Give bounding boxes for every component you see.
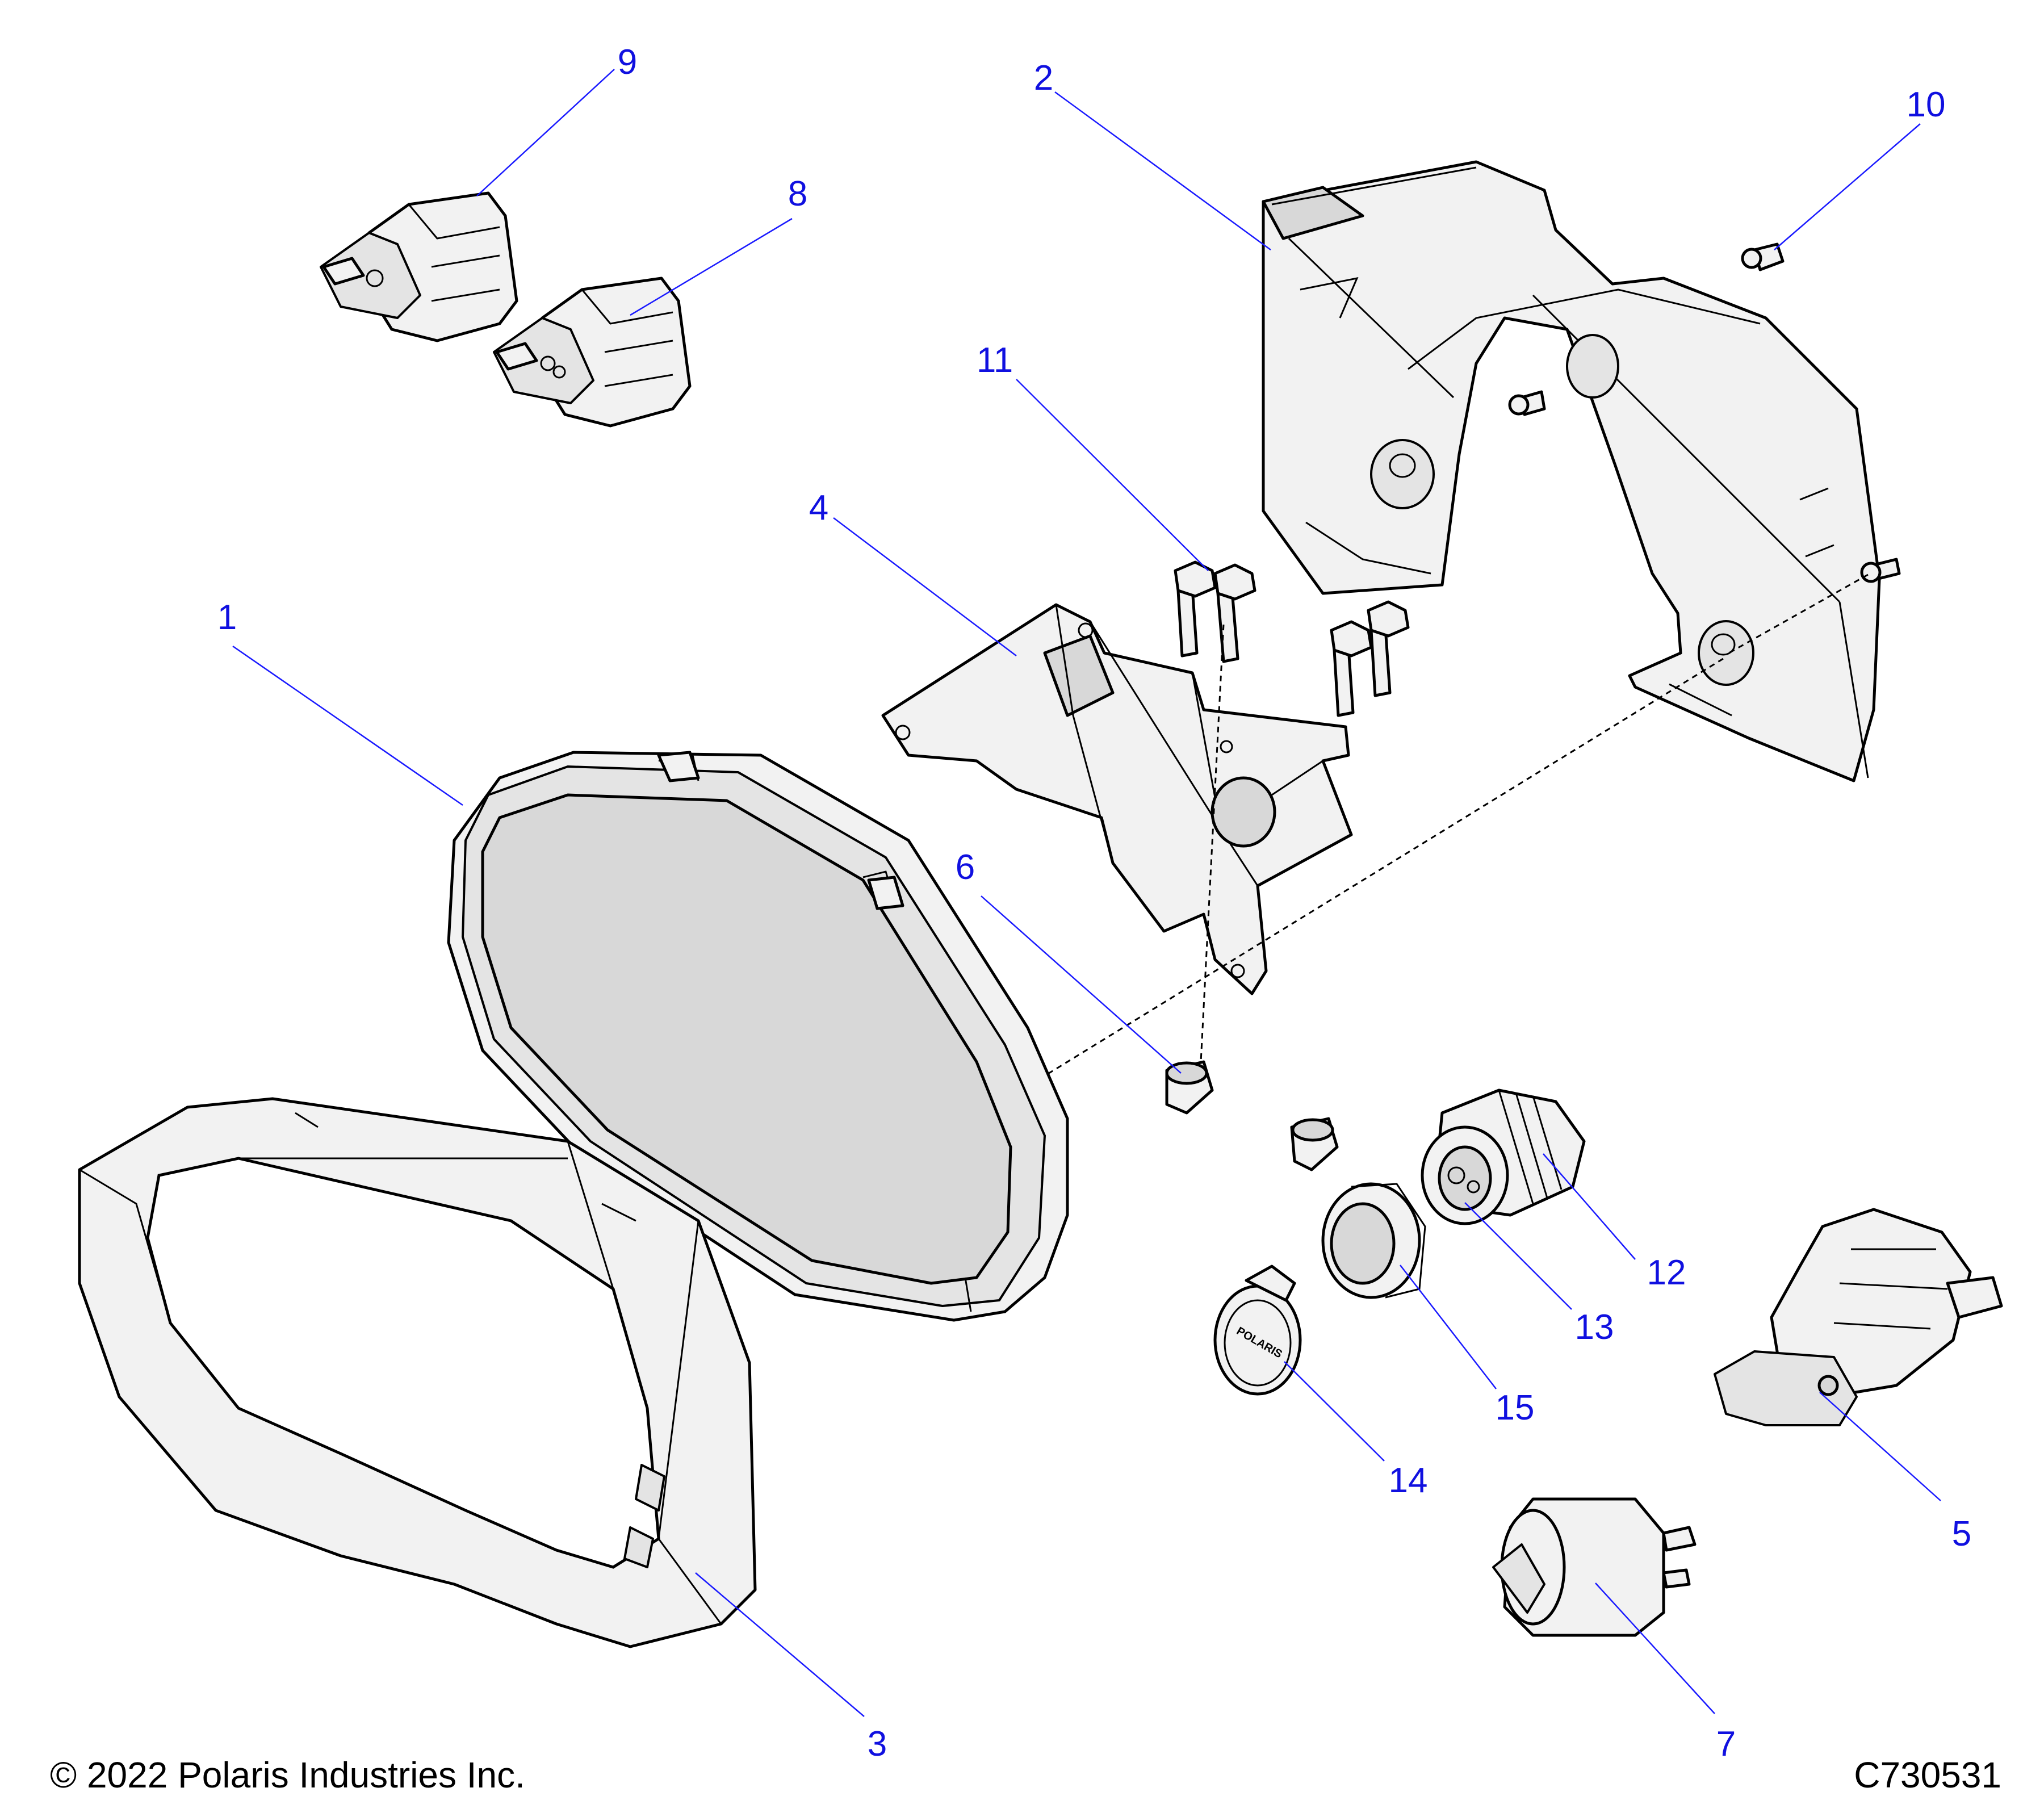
callout-6: 6	[956, 848, 975, 887]
alignment-lines	[1030, 573, 1869, 1086]
part-12-13-socket	[1421, 1088, 1586, 1225]
callout-7: 7	[1716, 1724, 1736, 1764]
part-4-bracket	[881, 603, 1353, 995]
callout-10: 10	[1907, 85, 1946, 124]
callout-8: 8	[788, 174, 807, 213]
callout-9: 9	[618, 43, 637, 82]
callout-13: 13	[1575, 1308, 1614, 1347]
callout-12: 12	[1647, 1253, 1686, 1292]
callout-11: 11	[977, 341, 1013, 380]
part-2-rear-housing	[1262, 160, 1881, 782]
callout-2: 2	[1034, 58, 1053, 98]
drawing-number: C730531	[1854, 1755, 2001, 1795]
grommet	[1290, 1117, 1339, 1171]
part-14-cap: POLARIS	[1213, 1265, 1302, 1396]
callout-3: 3	[868, 1724, 887, 1764]
callout-labels: 9 8 2 10 11 4 1 6 12 13 15 14 5 7 3	[217, 43, 1971, 1764]
part-15-ring-nut	[1321, 1182, 1426, 1299]
part-10-screws	[1508, 242, 1901, 583]
part-11-bolts	[1174, 560, 1410, 717]
callout-14: 14	[1389, 1461, 1428, 1500]
callout-4: 4	[809, 488, 828, 527]
part-6-nut	[1165, 1060, 1214, 1115]
part-1-instrument-cluster	[447, 751, 1069, 1322]
callout-15: 15	[1496, 1388, 1535, 1427]
callout-5: 5	[1952, 1514, 1971, 1554]
part-9-switch	[320, 191, 518, 342]
copyright-text: © 2022 Polaris Industries Inc.	[50, 1755, 525, 1795]
part-8-switch	[493, 277, 692, 428]
callout-1: 1	[217, 598, 237, 637]
part-5-ignition-switch	[1714, 1208, 2003, 1426]
part-3-bezel	[78, 1097, 757, 1648]
part-7-power-outlet	[1492, 1497, 1697, 1637]
leader-lines	[232, 69, 1941, 1717]
